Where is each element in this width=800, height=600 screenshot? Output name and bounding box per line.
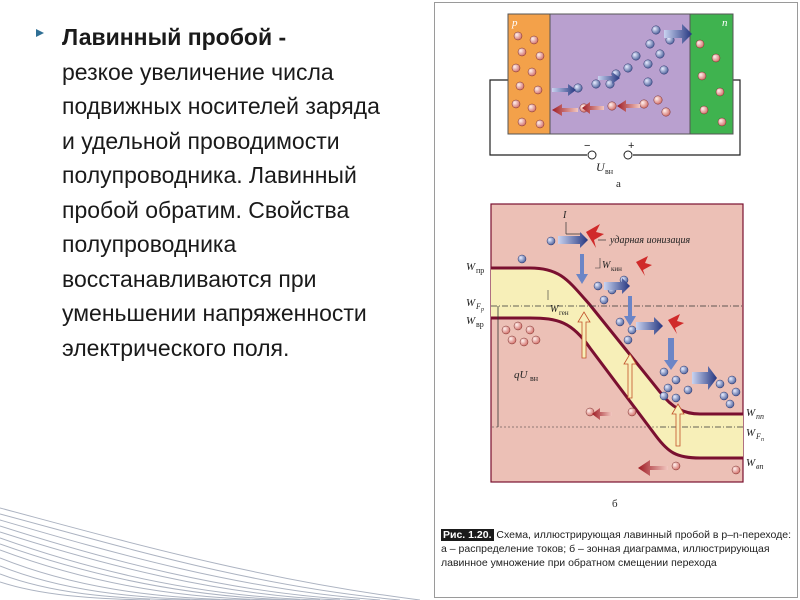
conduction-band-edge bbox=[491, 266, 743, 416]
panel-a-letter: а bbox=[616, 178, 621, 190]
w-pr-label: W bbox=[466, 261, 476, 273]
holes-junction bbox=[579, 95, 671, 117]
caption-text: Схема, иллюстрирующая лавинный пробой в … bbox=[441, 529, 791, 569]
figure-caption: Рис. 1.20. Схема, иллюстрирующая лавинны… bbox=[441, 528, 793, 570]
definition-paragraph: Лавинный пробой - резкое увеличение числа… bbox=[62, 20, 396, 365]
generation-arrows bbox=[577, 311, 685, 447]
panel-b: I ударная ионизация bbox=[466, 203, 764, 510]
panel-a: p n bbox=[489, 13, 741, 190]
n-label: n bbox=[722, 17, 728, 29]
terminal-plus bbox=[623, 150, 633, 160]
w-vr-label: W bbox=[466, 315, 476, 327]
w-kin-label: W bbox=[602, 260, 612, 271]
electron-drift-arrows bbox=[558, 232, 717, 390]
minus-sign: − bbox=[584, 140, 590, 152]
qu-sub: вн bbox=[530, 374, 539, 383]
u-subscript: вн bbox=[605, 167, 614, 176]
w-vr-sub: вр bbox=[476, 320, 484, 329]
w-fn-sub: F bbox=[755, 432, 761, 441]
decorative-stripes bbox=[0, 507, 420, 600]
i-label: I bbox=[562, 210, 567, 221]
i-bracket bbox=[565, 222, 582, 235]
hole-flow-arrows bbox=[552, 100, 640, 116]
w-gen-sub: ген bbox=[559, 309, 569, 317]
circuit-wire bbox=[489, 79, 741, 156]
w-vn-sub: вn bbox=[756, 462, 763, 471]
p-label: p bbox=[511, 17, 518, 29]
w-kin-sub: кин bbox=[611, 265, 622, 273]
w-vn-label: W bbox=[746, 457, 756, 469]
n-region bbox=[689, 13, 734, 135]
w-fn-label: W bbox=[746, 427, 756, 439]
panel-b-letter: б bbox=[612, 498, 618, 510]
holes-p-region bbox=[511, 31, 545, 129]
w-pn-label: W bbox=[746, 407, 756, 419]
impact-ionization-label: ударная ионизация bbox=[609, 235, 690, 246]
holes-band bbox=[501, 321, 741, 475]
hole-drift-arrows bbox=[592, 408, 668, 476]
right-energy-labels: W пn W F n W вn bbox=[746, 407, 764, 471]
w-gen-label: W bbox=[550, 304, 560, 315]
electron-flow-arrows bbox=[552, 24, 692, 96]
caption-label: Рис. 1.20. bbox=[441, 529, 494, 541]
w-kin-bracket bbox=[595, 258, 601, 269]
u-symbol: U bbox=[596, 160, 606, 174]
w-pr-sub: пр bbox=[476, 266, 484, 275]
impact-star-icons bbox=[586, 224, 684, 334]
definition-text-block: Лавинный пробой - резкое увеличение числа… bbox=[36, 20, 396, 365]
w-fp-sub: F bbox=[475, 302, 481, 311]
definition-body: резкое увеличение числа подвижных носите… bbox=[62, 58, 380, 361]
w-fp-subsub: p bbox=[480, 307, 484, 313]
terminal-minus bbox=[587, 150, 597, 160]
left-energy-labels: W пр W F p W вр qU вн W ген W кин bbox=[466, 260, 622, 383]
w-pn-sub: пn bbox=[756, 412, 764, 421]
qu-label: qU bbox=[514, 369, 529, 381]
valence-band-edge bbox=[491, 316, 743, 460]
bullet-arrow-icon bbox=[36, 29, 44, 37]
plus-sign: + bbox=[628, 140, 634, 152]
holes-n-region bbox=[695, 39, 727, 127]
w-fn-subsub: n bbox=[761, 437, 764, 443]
term-heading: Лавинный пробой - bbox=[62, 24, 287, 50]
w-fp-label: W bbox=[466, 297, 476, 309]
